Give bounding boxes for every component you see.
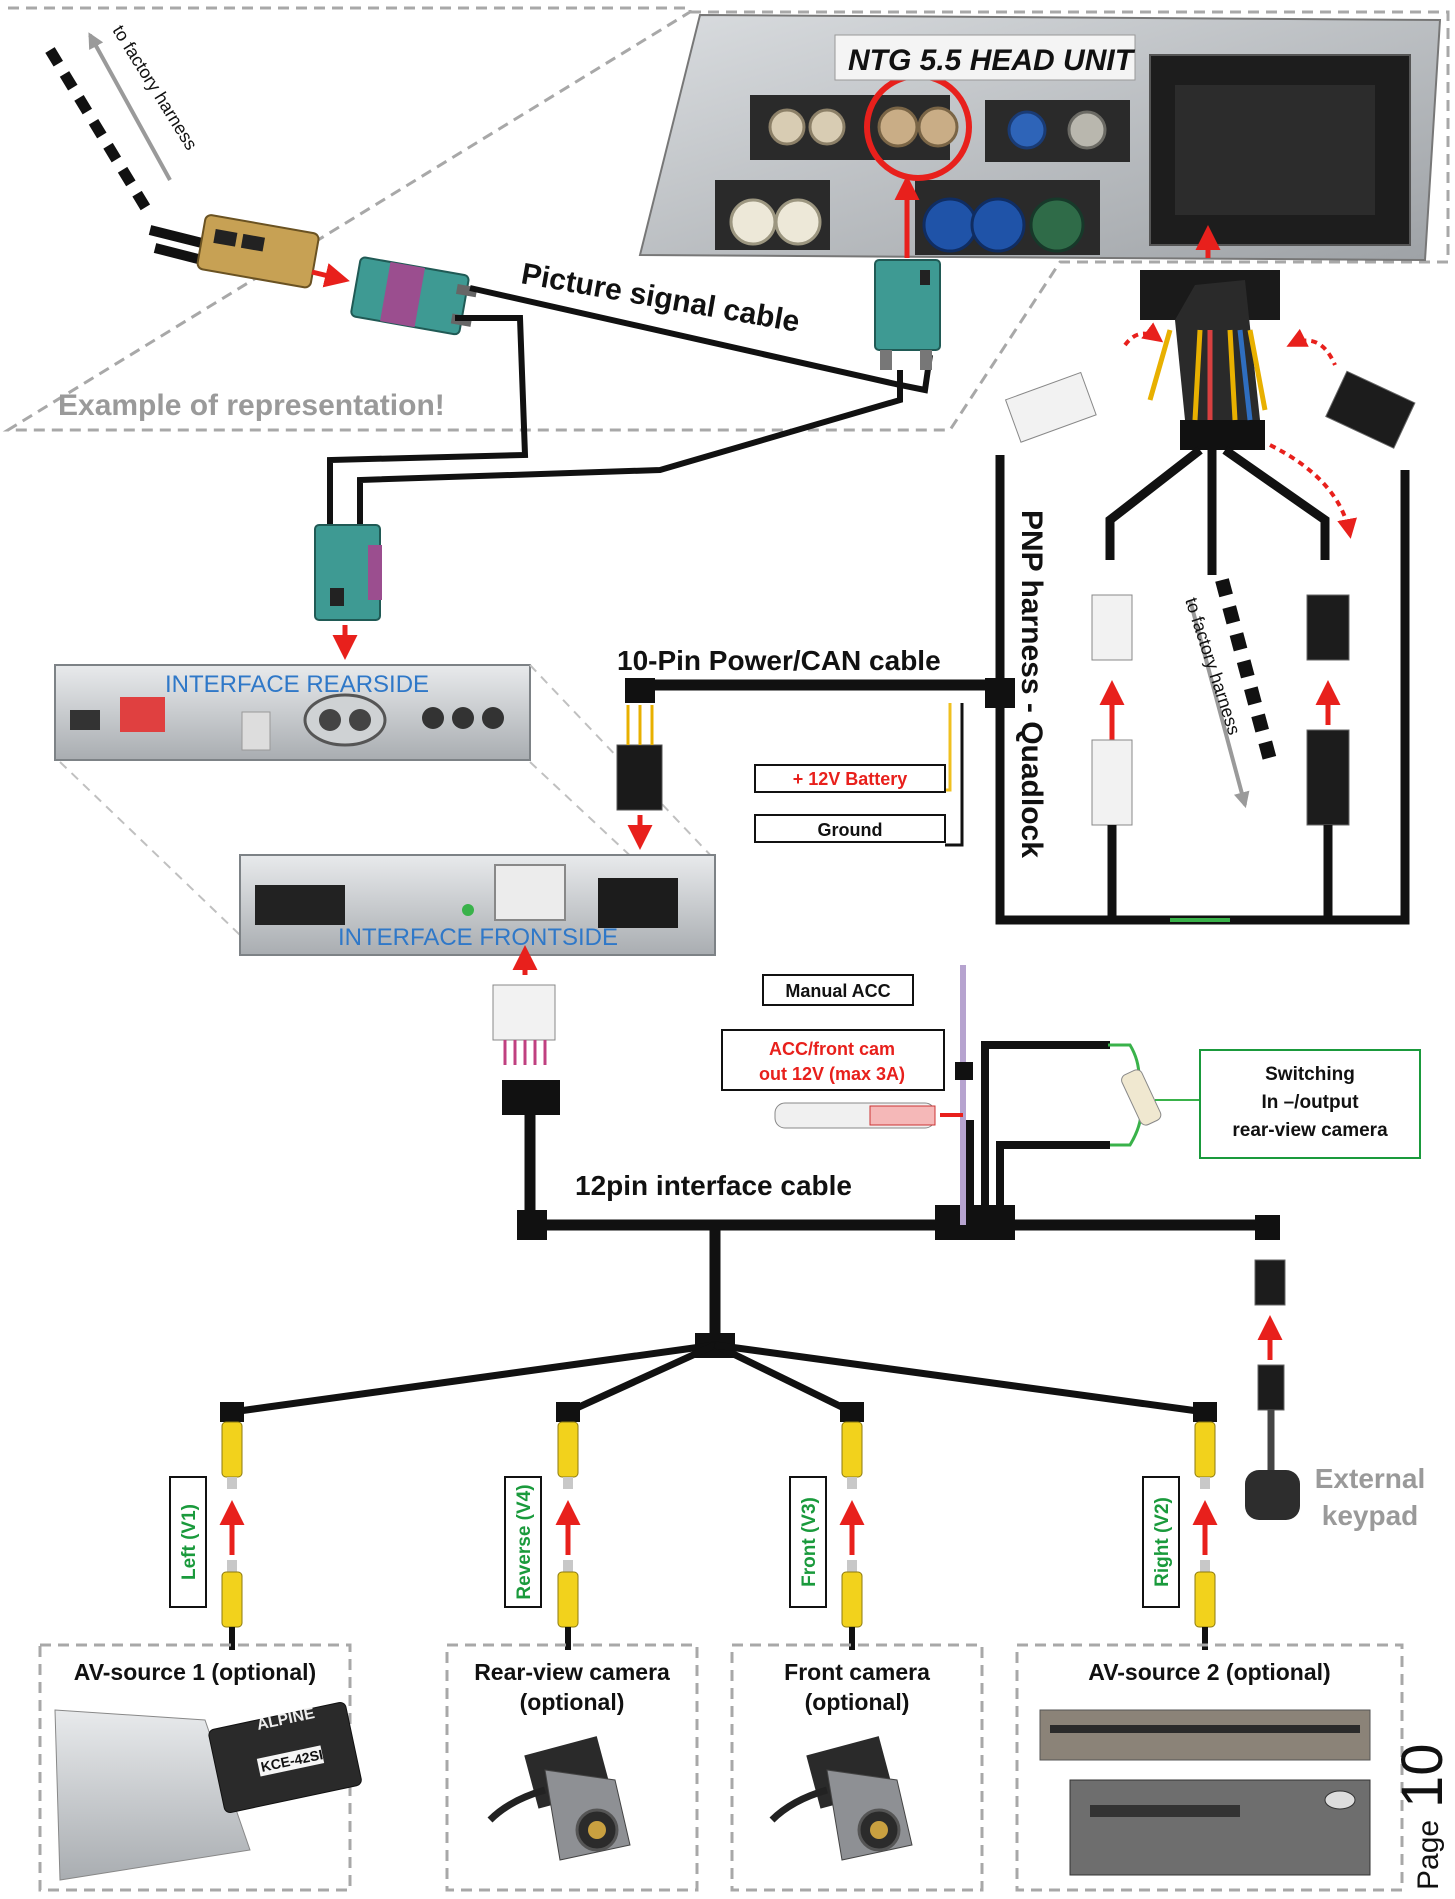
fakra-plug-beige [196,214,320,289]
picture-signal-cable-label: Picture signal cable [519,257,802,338]
rca-label-box [504,1476,542,1608]
picture-cable-a [469,285,933,394]
head-unit [638,13,1442,262]
ground-box [754,814,946,843]
power-can-cable-label: 10-Pin Power/CAN cable [617,645,941,676]
fakra-plug-teal-top [350,256,478,336]
manual-acc-box [762,974,914,1006]
external-keypad-label-1: External [1315,1463,1426,1494]
quadlock-harness [1140,270,1280,450]
interface-frontside [239,854,716,956]
acc-front-cam-label-2: out 12V (max 3A) [759,1064,905,1084]
quadlock-white-plug-b [1091,739,1133,826]
manual-acc-label: Manual ACC [785,981,890,1001]
rca-label-box [1142,1476,1180,1608]
page-word: Page [1412,1820,1445,1890]
fakra-plug-teal-interface [314,524,382,621]
rca-plug-bottom [221,1571,243,1628]
source-title: Rear-view camera [474,1659,670,1685]
factory-harness-arrow [88,32,172,181]
keypad-socket [1254,1259,1286,1306]
acc-front-cam-label-1: ACC/front cam [769,1039,895,1059]
quadlock-loop [995,455,1410,925]
page-number: 10 [1390,1743,1455,1808]
rca-label: Right (V2) [1152,1497,1173,1587]
rca-input-3: Right (V2) [1142,1402,1218,1650]
factory-harness-top-label: to factory harness [109,22,202,154]
rear-camera-device [487,1736,631,1861]
video-sources: AV-source 1 (optional) Rear-view camera (o… [38,1643,1404,1892]
source-title: AV-source 2 (optional) [1088,1659,1330,1685]
external-keypad [1245,1470,1300,1520]
rca-input-0: Left (V1) [169,1402,245,1650]
head-unit-title: NTG 5.5 HEAD UNIT [848,44,1136,77]
source-title: Front camera [784,1659,930,1685]
rca-plug-bottom [841,1571,863,1628]
ground-label: Ground [818,820,883,840]
picture-cable-c [357,370,903,525]
source-box-1: Rear-view camera (optional) [445,1643,699,1892]
example-note: Example of representation! [58,389,445,422]
source-box-2: Front camera (optional) [730,1643,984,1892]
rca-plug-top [841,1421,863,1478]
arrow-to-fakra [311,263,350,288]
12pin-cable-label: 12pin interface cable [575,1170,852,1201]
rca-input-2: Front (V3) [789,1402,865,1650]
av-source-2-device [1039,1709,1371,1876]
picture-cable-b [327,315,529,525]
rca-plug-bottom [557,1571,579,1628]
source-subtitle: (optional) [805,1689,910,1715]
video-inputs: Left (V1) Reverse (V4) Front (V3) Right (V2… [169,1402,1218,1650]
switching-box [1199,1049,1421,1159]
rca-input-1: Reverse (V4) [504,1402,581,1650]
source-box-3: AV-source 2 (optional) [1015,1643,1404,1892]
source-title: AV-source 1 (optional) [74,1659,316,1685]
rca-label-box [169,1476,207,1608]
10pin-connector [616,744,663,811]
fakra-plug-teal-headunit [874,259,941,370]
rca-label: Left (V1) [179,1504,200,1580]
source-subtitle: (optional) [520,1689,625,1715]
factory-harness-dashed [45,47,155,218]
battery-label: + 12V Battery [793,769,908,789]
battery-box [754,764,946,793]
front-camera-device [769,1736,913,1861]
switching-label-2: In –/output [1261,1092,1359,1113]
interface-frontside-label: INTERFACE FRONTSIDE [338,924,618,951]
pnp-harness-label: PNP harness - Quadlock [1015,510,1048,858]
interface-rearside [54,664,531,761]
rca-plug-top [221,1421,243,1478]
rca-plug-bottom [1194,1571,1216,1628]
rca-label: Reverse (V4) [514,1484,535,1599]
av-source-1-device: ALPINE KCE-42SI [54,1701,362,1881]
example-frame [2,6,1450,432]
rca-plug-top [557,1421,579,1478]
external-keypad-label-2: keypad [1322,1500,1419,1531]
quadlock-white-plug-a [1091,594,1133,661]
12pin-plug [492,984,556,1041]
quadlock-white-connector [1004,371,1097,443]
interface-rearside-label: INTERFACE REARSIDE [165,671,429,698]
switching-label-1: Switching [1265,1064,1355,1085]
acc-front-cam-box [721,1029,945,1091]
quadlock-black-plug-a [1306,594,1350,661]
rca-plug-top [1194,1421,1216,1478]
switching-label-3: rear-view camera [1232,1120,1388,1141]
power-can-cable [634,679,1000,695]
rca-label: Front (V3) [799,1497,820,1587]
rca-label-box [789,1476,827,1608]
quadlock-black-plug-b [1306,729,1350,826]
quadlock-black-connector [1325,370,1416,449]
